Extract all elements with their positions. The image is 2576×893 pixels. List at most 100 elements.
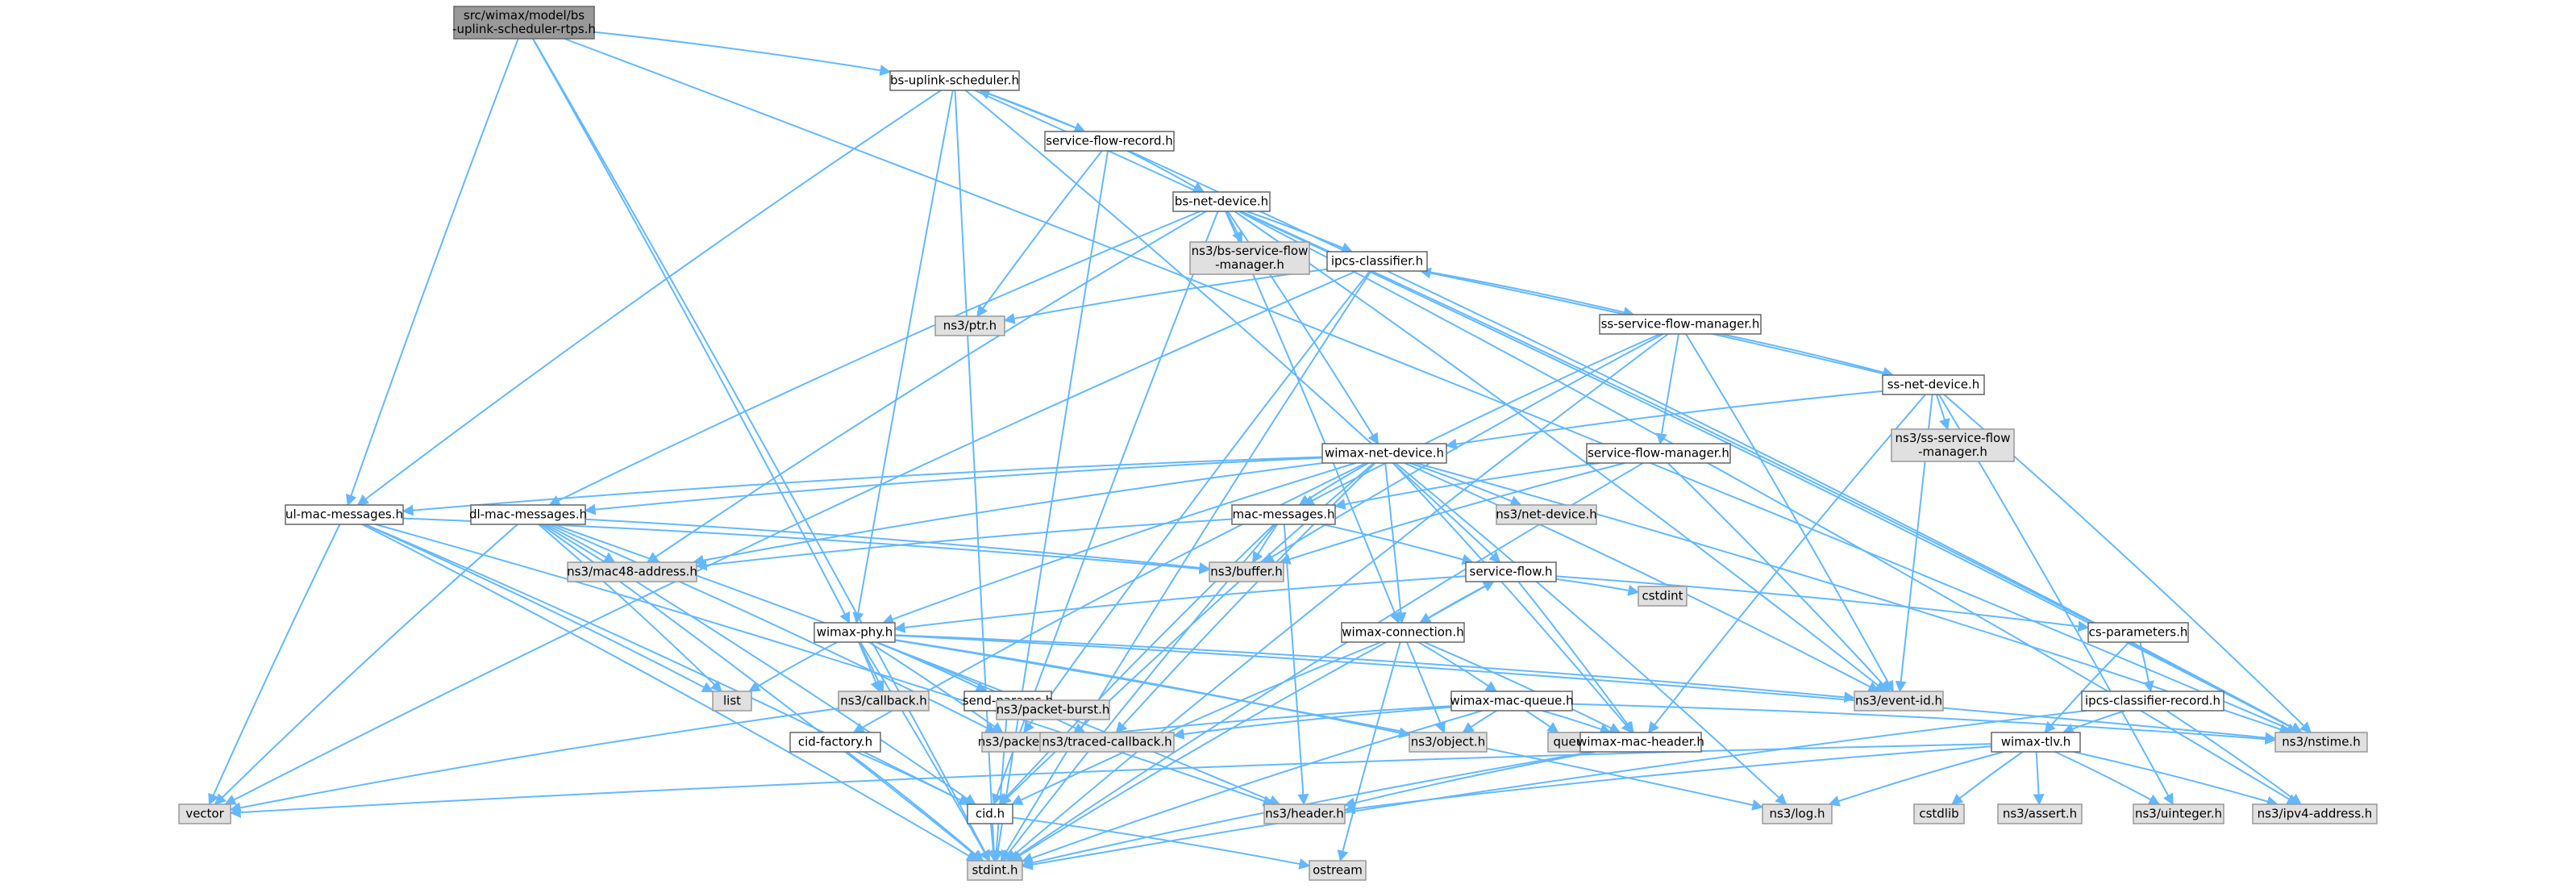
node-label-wimax-phy: wimax-phy.h: [817, 625, 893, 640]
edge-wimax-tlv-to-header: [1343, 745, 1992, 815]
node-cid-factory[interactable]: cid-factory.h: [789, 732, 881, 753]
edge-bvec-to-vector: [229, 703, 865, 814]
edge-wimax-phy-to-list: [748, 641, 838, 692]
node-label-ostream: ostream: [1313, 863, 1363, 878]
edge-wimax-net-device-to-wimax-phy: [882, 462, 1356, 625]
node-label-log: ns3/log.h: [1769, 807, 1825, 821]
edge-wimax-phy-to-packet: [868, 641, 1004, 733]
node-label-net-device: ns3/net-device.h: [1496, 507, 1597, 522]
node-label-wimax-mac-queue: wimax-mac-queue.h: [1450, 694, 1573, 708]
node-label-ipcs-classifier-record: ipcs-classifier-record.h: [2085, 694, 2220, 708]
node-box-ss-service-flow-manager: [1599, 314, 1762, 335]
node-service-flow-manager[interactable]: service-flow-manager.h: [1586, 443, 1731, 464]
node-callback: ns3/callback.h: [838, 691, 930, 711]
edge-service-flow-to-cs-parameters: [1555, 575, 2090, 632]
edge-wimax-connection-to-service-flow: [1419, 581, 1495, 624]
node-box-mac48-address: [567, 561, 697, 582]
node-label-bs-net-device: bs-net-device.h: [1175, 194, 1268, 209]
node-label-wimax-mac-header: wimax-mac-header.h: [1577, 735, 1704, 749]
node-wimax-phy[interactable]: wimax-phy.h: [814, 622, 896, 643]
edge-mac-messages-to-buffer: [1251, 524, 1279, 564]
edge-cs-parameters-to-ipcs-classifier-record: [2139, 641, 2154, 693]
edge-ipcs-classifier-to-packet: [1023, 270, 1371, 734]
edge-wimax-connection-to-ostream: [1337, 641, 1401, 862]
edge-service-flow-manager-to-mac-messages: [1334, 462, 1600, 510]
edge-ss-service-flow-manager-to-ss-net-device: [1720, 333, 1895, 378]
edge-wimax-phy-to-stdint: [859, 641, 990, 862]
edge-service-flow-record-to-bs-uplink-scheduler: [978, 88, 1085, 132]
edge-dl-mac-messages-to-buffer: [585, 518, 1211, 574]
node-buffer: ns3/buffer.h: [1209, 561, 1284, 582]
node-root[interactable]: src/wimax/model/bs-uplink-scheduler-rtps…: [452, 6, 596, 40]
edge-service-flow-manager-to-event-id: [1667, 462, 1891, 693]
node-cstdlib: cstdlib: [1913, 803, 1965, 824]
edge-wimax-connection-to-cid: [1011, 641, 1382, 805]
node-wimax-net-device[interactable]: wimax-net-device.h: [1321, 443, 1447, 464]
node-list: list: [712, 691, 752, 711]
node-cstdint: cstdint: [1638, 586, 1688, 607]
node-box-list: [712, 691, 752, 711]
edge-dl-mac-messages-to-mac48-address: [545, 524, 616, 563]
node-ss-service-flow-manager[interactable]: ss-service-flow-manager.h: [1599, 314, 1762, 335]
node-bs-net-device[interactable]: bs-net-device.h: [1172, 191, 1271, 212]
edge-wimax-mac-queue-to-nstime: [1571, 703, 2277, 745]
node-box-cstdlib: [1913, 803, 1965, 824]
node-label-service-flow-record: service-flow-record.h: [1046, 134, 1173, 148]
edge-cid-to-ostream: [1012, 816, 1311, 870]
edge-wimax-connection-to-object: [1405, 641, 1446, 734]
edge-service-flow-to-wimax-mac-header: [1517, 581, 1634, 734]
node-box-service-flow: [1465, 561, 1557, 582]
node-box-ostream: [1309, 860, 1367, 881]
node-wimax-mac-header[interactable]: wimax-mac-header.h: [1577, 732, 1704, 753]
node-cid[interactable]: cid.h: [967, 803, 1013, 824]
edge-ipcs-classifier-to-ptr: [1003, 268, 1328, 324]
node-box-event-id: [1854, 691, 1944, 711]
node-ul-mac-messages[interactable]: ul-mac-messages.h: [285, 504, 404, 525]
node-ipcs-classifier[interactable]: ipcs-classifier.h: [1326, 251, 1428, 272]
node-box-ns3-ss-service-flow-manager: [1891, 428, 2015, 462]
node-box-ptr: [934, 315, 1005, 336]
edge-wimax-tlv-to-assert: [2033, 751, 2045, 806]
node-box-wimax-tlv: [1991, 732, 2081, 753]
node-ss-net-device[interactable]: ss-net-device.h: [1882, 374, 1985, 395]
node-box-bs-uplink-scheduler: [889, 70, 1020, 91]
edge-mac-messages-to-header: [1283, 524, 1309, 806]
node-dl-mac-messages[interactable]: dl-mac-messages.h: [469, 504, 587, 525]
node-box-net-device: [1496, 504, 1597, 525]
edge-root-to-bs-uplink-scheduler: [593, 31, 892, 77]
node-service-flow[interactable]: service-flow.h: [1465, 561, 1557, 582]
node-cs-parameters[interactable]: cs-parameters.h: [2087, 622, 2189, 643]
node-label-ipv4-address: ns3/ipv4-address.h: [2258, 807, 2373, 821]
edge-root-to-wimax-phy: [531, 38, 851, 624]
node-box-wimax-net-device: [1321, 443, 1447, 464]
node-label-object: ns3/object.h: [1411, 735, 1485, 749]
edge-wimax-tlv-to-ipv4-address: [2073, 751, 2278, 807]
edge-wimax-mac-queue-to-traced-callback: [1172, 706, 1452, 740]
edge-bs-net-device-to-ipv4-address: [1238, 211, 2299, 805]
edge-wimax-net-device-to-dl-mac-messages: [584, 457, 1323, 515]
node-box-uinteger: [2133, 803, 2224, 824]
edge-wimax-mac-queue-to-object: [1462, 710, 1497, 733]
node-box-ipcs-classifier-record: [2081, 691, 2224, 711]
node-bs-uplink-scheduler[interactable]: bs-uplink-scheduler.h: [889, 70, 1020, 91]
node-wimax-mac-queue[interactable]: wimax-mac-queue.h: [1450, 691, 1574, 711]
edge-service-flow-manager-to-buffer: [1279, 462, 1625, 565]
node-label-bs-service-flow-manager-line-2: -manager.h: [1215, 257, 1284, 272]
node-bs-service-flow-manager: ns3/bs-service-flow-manager.h: [1189, 241, 1310, 275]
node-ipcs-classifier-record[interactable]: ipcs-classifier-record.h: [2081, 691, 2224, 711]
node-packet-burst: ns3/packet-burst.h: [996, 699, 1110, 720]
node-label-vector: vector: [185, 807, 224, 821]
edge-wimax-phy-to-log: [894, 639, 1764, 811]
node-label-service-flow: service-flow.h: [1470, 565, 1553, 579]
node-wimax-connection[interactable]: wimax-connection.h: [1341, 622, 1465, 643]
node-box-mac-messages: [1231, 504, 1336, 525]
node-wimax-tlv[interactable]: wimax-tlv.h: [1991, 732, 2081, 753]
node-mac-messages[interactable]: mac-messages.h: [1231, 504, 1336, 525]
node-box-wimax-mac-header: [1579, 732, 1702, 753]
node-service-flow-record[interactable]: service-flow-record.h: [1044, 131, 1175, 152]
edge-wimax-phy-to-callback: [858, 641, 881, 693]
node-label-packet: ns3/packet.h: [978, 735, 1055, 749]
node-mac48-address: ns3/mac48-address.h: [567, 561, 697, 582]
node-label-packet-burst: ns3/packet-burst.h: [997, 703, 1110, 717]
edge-ss-service-flow-manager-to-mac-messages: [1302, 333, 1661, 506]
